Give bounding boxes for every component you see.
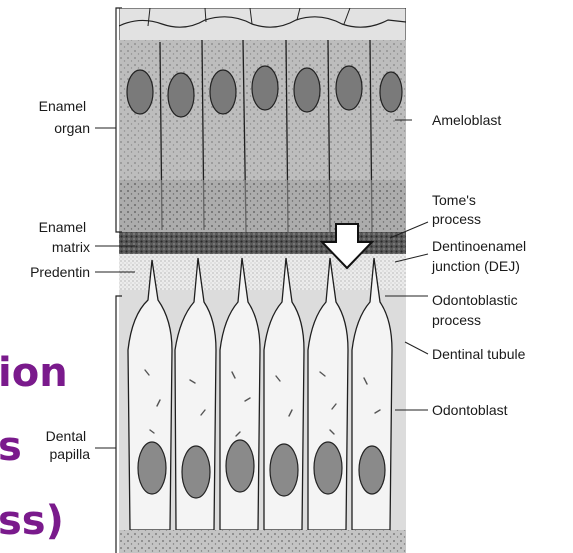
slide-text-line-1: ion (0, 350, 68, 396)
label-dentinal-tubule: Dentinal tubule (432, 346, 526, 362)
label-odontoblastic-process: Odontoblastic process (432, 292, 522, 328)
odontoblast-layer (119, 258, 406, 553)
label-odontoblast: Odontoblast (432, 402, 508, 418)
label-dej: Dentinoenamel junction (DEJ) (431, 238, 530, 274)
label-enamel-organ: Enamel organ (39, 98, 90, 136)
label-tomes-process: Tome's process (432, 192, 481, 227)
label-enamel-matrix: Enamel matrix (39, 219, 90, 255)
slide-text-line-2: s (0, 424, 22, 470)
predentin-band (119, 254, 406, 294)
label-dental-papilla: Dental papilla (46, 428, 91, 462)
stratum-cells (119, 8, 406, 44)
label-ameloblast: Ameloblast (432, 112, 501, 128)
label-predentin: Predentin (30, 264, 90, 280)
tissue-illustration (119, 8, 406, 553)
ameloblast-layer (119, 40, 406, 232)
slide-text-line-3: ss) (0, 498, 64, 544)
